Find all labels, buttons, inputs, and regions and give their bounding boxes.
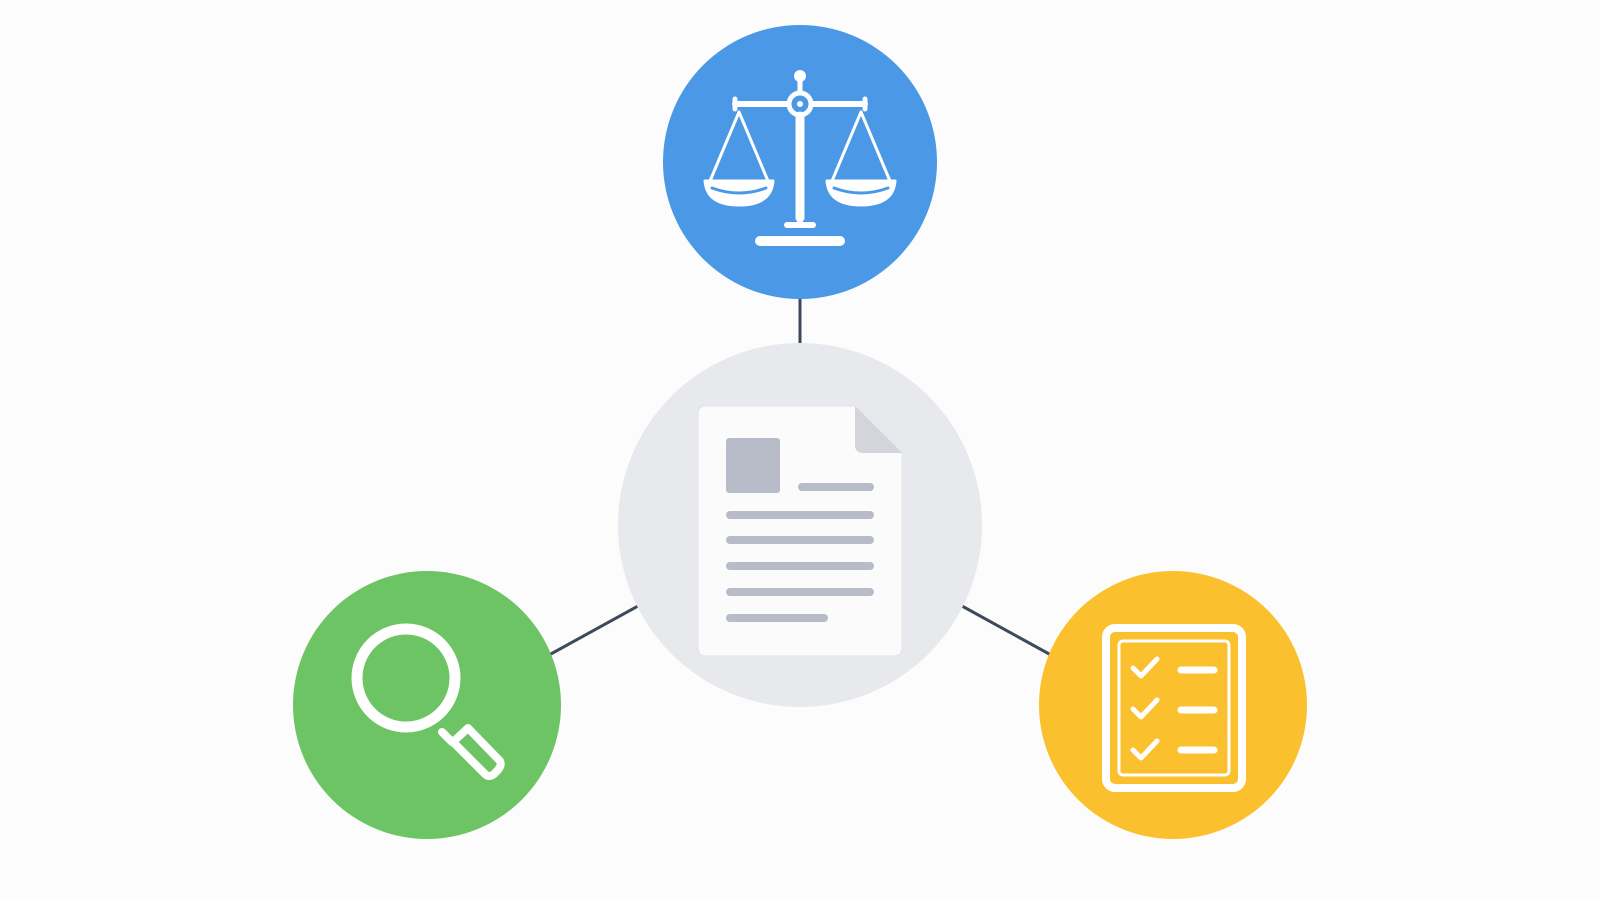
connector-center-to-search (548, 604, 639, 657)
search-node (293, 571, 561, 839)
legal-node (663, 25, 937, 299)
connector-center-to-checklist (961, 604, 1052, 657)
magnifying-glass-icon (351, 623, 505, 780)
center-node-document (618, 343, 982, 707)
scales-of-justice-icon (703, 70, 897, 246)
checklist-icon (1102, 624, 1246, 792)
document-icon (697, 405, 903, 657)
checklist-node (1039, 571, 1307, 839)
search-node-circle (293, 571, 561, 839)
connectors (548, 293, 1052, 657)
checklist-node-circle (1039, 571, 1307, 839)
